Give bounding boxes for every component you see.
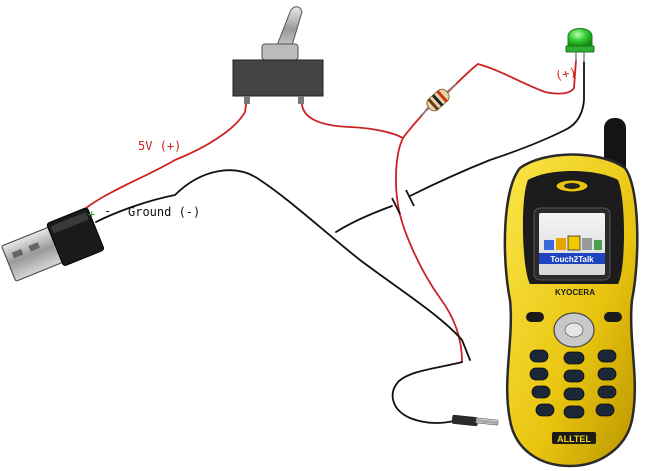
screen-caption: Touch2Talk <box>550 255 594 264</box>
phone-plug <box>451 414 499 427</box>
keypad <box>529 349 617 419</box>
wire-to-phone-plug <box>391 361 463 424</box>
led-polarity-label: (+) <box>554 65 578 83</box>
wire-usb-ground <box>95 169 471 361</box>
capacitor <box>391 189 415 215</box>
usb-pin-negative-label: - <box>104 204 111 218</box>
resistor <box>419 83 457 117</box>
wire-junction-to-capacitor <box>395 137 463 363</box>
usb-plug: + - <box>1 204 111 282</box>
wire-resistor-to-led <box>447 59 577 95</box>
phone-brand: KYOCERA <box>555 288 595 297</box>
wire-capacitor-to-led <box>409 61 585 197</box>
cell-phone: Touch2Talk KYOCERA ALLTEL <box>503 118 639 468</box>
phone-carrier: ALLTEL <box>557 434 591 444</box>
usb-pin-positive-label: + <box>88 207 95 221</box>
ground-wires <box>95 61 585 424</box>
wire-usb-to-switch <box>85 97 248 209</box>
toggle-switch <box>232 6 324 104</box>
power-label: 5V (+) <box>138 139 181 153</box>
led <box>565 28 595 62</box>
screen-icons <box>544 235 602 251</box>
wire-switch-to-junction <box>301 99 404 139</box>
ground-label: Ground (-) <box>128 205 200 219</box>
positive-wires <box>85 59 577 363</box>
wire-ground-to-capacitor <box>335 205 393 233</box>
